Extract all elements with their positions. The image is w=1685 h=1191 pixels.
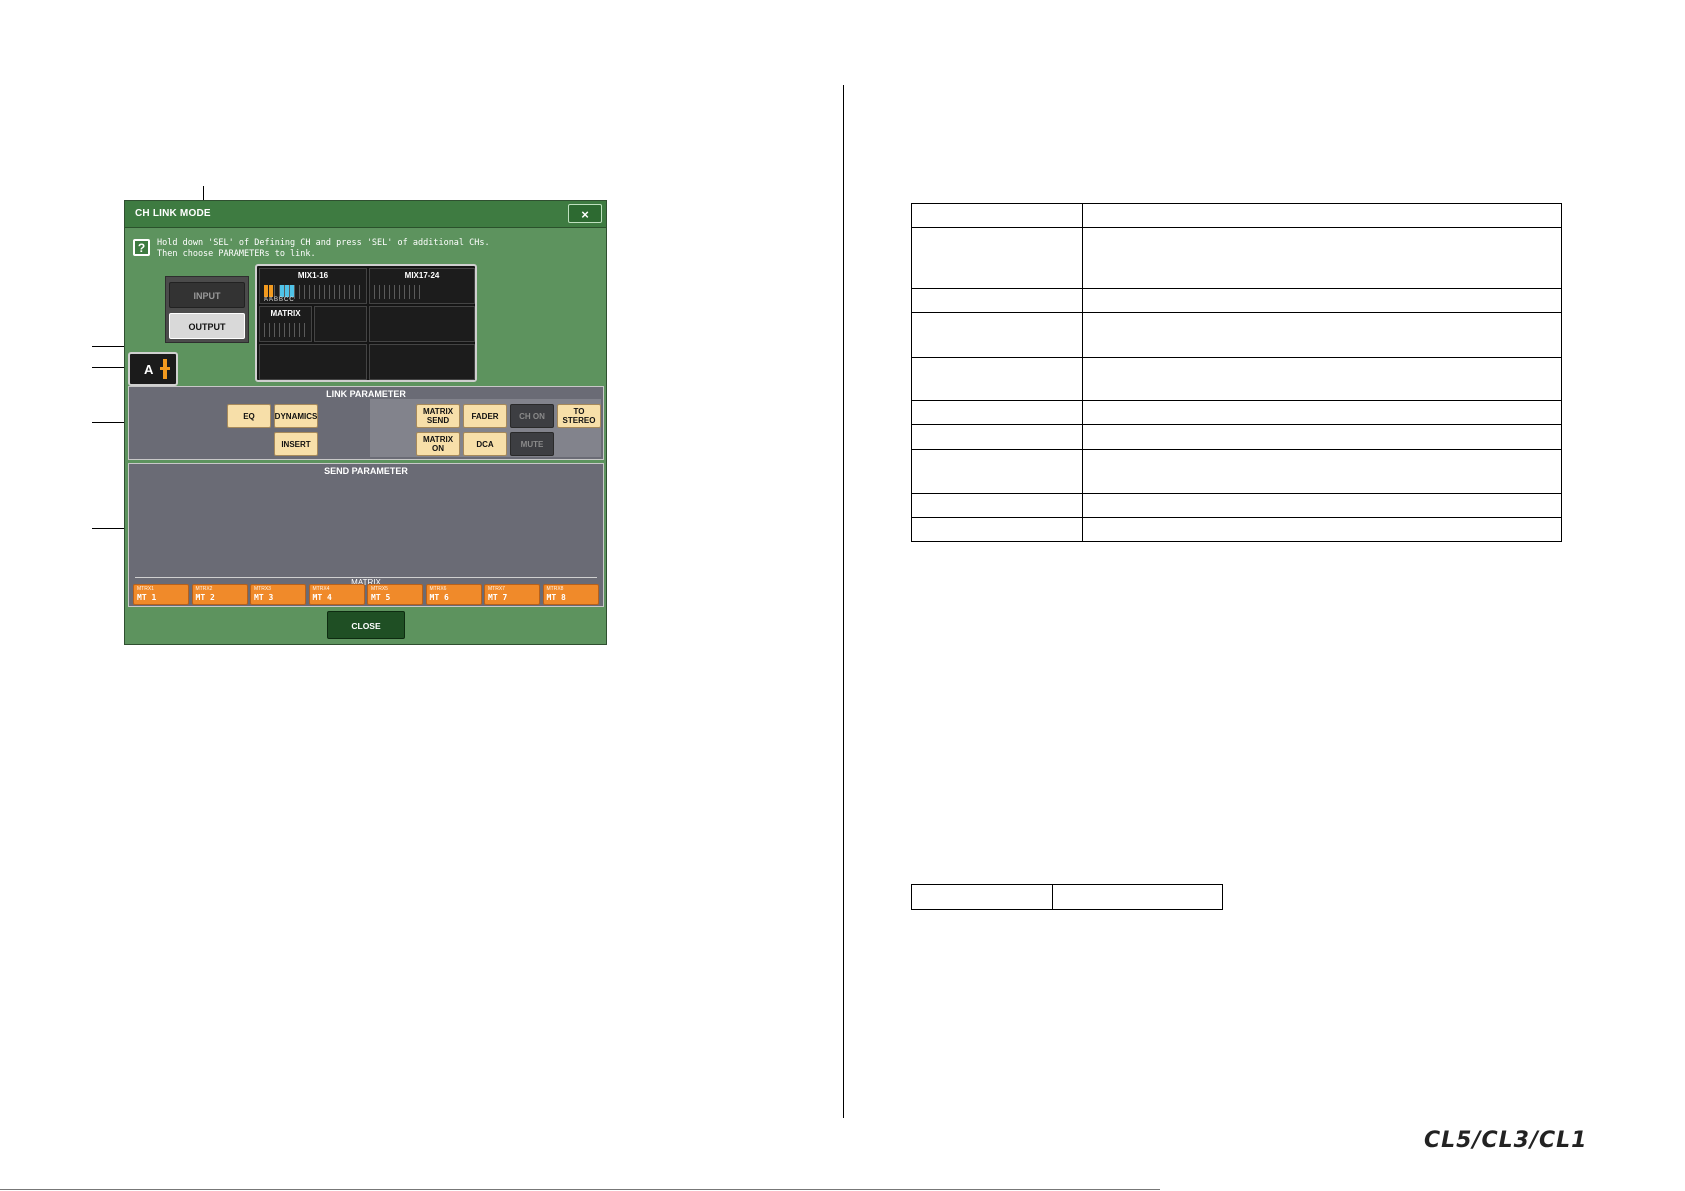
table-row bbox=[911, 449, 1562, 494]
callout-line-3 bbox=[92, 367, 128, 368]
output-button[interactable]: OUTPUT bbox=[169, 313, 245, 339]
channel-strips bbox=[264, 323, 307, 337]
callout-line-5 bbox=[92, 528, 128, 529]
table-cell bbox=[911, 227, 1083, 289]
empty-cell bbox=[259, 344, 367, 380]
eq-button[interactable]: EQ bbox=[227, 404, 271, 428]
table-cell bbox=[1082, 288, 1562, 313]
link-marker bbox=[264, 285, 268, 297]
table-cell bbox=[1052, 884, 1223, 910]
small-table bbox=[911, 884, 1223, 910]
input-button[interactable]: INPUT bbox=[169, 282, 245, 308]
ch-on-button[interactable]: CH ON bbox=[510, 404, 554, 428]
table-cell bbox=[1082, 449, 1562, 494]
matrix-divider bbox=[135, 577, 597, 578]
table-cell bbox=[1082, 203, 1562, 228]
fader-button[interactable]: FADER bbox=[463, 404, 507, 428]
table-cell bbox=[1082, 517, 1562, 542]
table-row bbox=[911, 312, 1562, 358]
matrix-section-label: MATRIX bbox=[129, 572, 603, 590]
link-marker bbox=[290, 285, 294, 297]
table-cell bbox=[1082, 493, 1562, 518]
insert-button[interactable]: INSERT bbox=[274, 432, 318, 456]
link-group-badge[interactable]: A bbox=[128, 352, 178, 386]
send-parameter-title: SEND PARAMETER bbox=[324, 466, 408, 476]
table-cell bbox=[1082, 312, 1562, 358]
table-cell bbox=[1082, 227, 1562, 289]
table-cell bbox=[911, 400, 1083, 425]
table-cell bbox=[1082, 400, 1562, 425]
table-cell bbox=[911, 312, 1083, 358]
empty-cell bbox=[369, 306, 475, 342]
matrix-on-button[interactable]: MATRIX ON bbox=[416, 432, 460, 456]
table-row bbox=[911, 400, 1562, 425]
channel-strips bbox=[374, 285, 420, 299]
help-icon[interactable]: ? bbox=[133, 239, 150, 256]
window-title: CH LINK MODE bbox=[135, 208, 211, 219]
table-row bbox=[911, 424, 1562, 450]
mix17-24-cell[interactable]: MIX17-24 bbox=[369, 268, 475, 304]
footer-rule bbox=[0, 1189, 1160, 1190]
fader-knob-icon bbox=[160, 367, 170, 370]
product-logo: CL5/CL3/CL1 bbox=[1424, 1128, 1588, 1153]
channel-group-grid: MIX1-16 AABBCC MIX17-24 MATRIX bbox=[255, 264, 477, 382]
parameter-table bbox=[911, 203, 1562, 542]
table-row bbox=[911, 517, 1562, 542]
link-parameter-panel: LINK PARAMETER EQ DYNAMICS INSERT MATRIX… bbox=[128, 386, 604, 460]
mix1-16-cell[interactable]: MIX1-16 AABBCC bbox=[259, 268, 367, 304]
mode-selector: INPUT OUTPUT bbox=[165, 276, 249, 343]
table-cell bbox=[1082, 357, 1562, 401]
empty-cell bbox=[369, 344, 475, 380]
table-row bbox=[911, 357, 1562, 401]
instructions-text: Hold down 'SEL' of Defining CH and press… bbox=[157, 238, 490, 259]
link-letters: AABBCC bbox=[264, 297, 295, 303]
table-cell bbox=[1082, 424, 1562, 450]
table-row bbox=[911, 884, 1223, 910]
mix17-24-label: MIX17-24 bbox=[404, 271, 440, 280]
table-row bbox=[911, 493, 1562, 518]
table-cell bbox=[911, 424, 1083, 450]
column-divider bbox=[843, 85, 844, 1118]
table-cell bbox=[911, 493, 1083, 518]
link-marker bbox=[285, 285, 289, 297]
empty-cell bbox=[314, 306, 367, 342]
matrix-cell[interactable]: MATRIX bbox=[259, 306, 312, 342]
dca-button[interactable]: DCA bbox=[463, 432, 507, 456]
matrix-label: MATRIX bbox=[270, 309, 301, 318]
close-icon[interactable]: × bbox=[568, 204, 602, 223]
matrix-send-button[interactable]: MATRIX SEND bbox=[416, 404, 460, 428]
callout-line-4 bbox=[92, 422, 128, 423]
table-row bbox=[911, 288, 1562, 313]
link-marker bbox=[280, 285, 284, 297]
dynamics-button[interactable]: DYNAMICS bbox=[274, 404, 318, 428]
mix1-16-label: MIX1-16 bbox=[297, 271, 329, 280]
table-cell bbox=[911, 449, 1083, 494]
table-cell bbox=[911, 203, 1083, 228]
title-bar: CH LINK MODE × bbox=[125, 201, 606, 228]
ch-link-mode-window: CH LINK MODE × ? Hold down 'SEL' of Defi… bbox=[124, 200, 607, 645]
table-cell bbox=[911, 884, 1053, 910]
table-cell bbox=[911, 517, 1083, 542]
table-row bbox=[911, 227, 1562, 289]
table-cell bbox=[911, 357, 1083, 401]
table-row bbox=[911, 203, 1562, 228]
to-stereo-button[interactable]: TO STEREO bbox=[557, 404, 601, 428]
link-marker bbox=[269, 285, 273, 297]
link-parameter-title: LINK PARAMETER bbox=[326, 389, 406, 399]
table-cell bbox=[911, 288, 1083, 313]
close-button[interactable]: CLOSE bbox=[327, 611, 405, 639]
mute-button[interactable]: MUTE bbox=[510, 432, 554, 456]
link-group-letter: A bbox=[144, 362, 154, 377]
